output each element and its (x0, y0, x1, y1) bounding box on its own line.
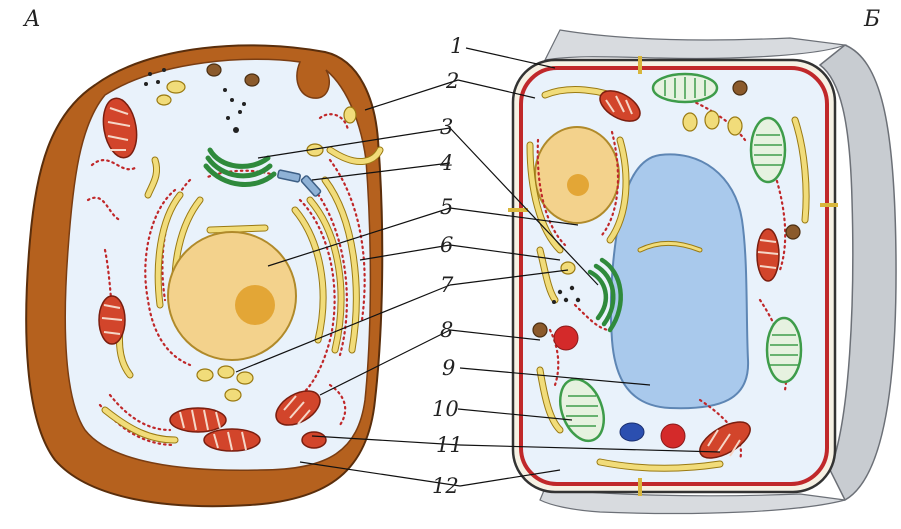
label-9: 9 (442, 356, 455, 380)
label-3: 3 (440, 115, 453, 139)
label-4: 4 (439, 151, 453, 175)
label-1: 1 (450, 34, 463, 58)
panel-label-animal: А (22, 7, 41, 32)
plant-vacuole (611, 154, 748, 408)
animal-lysosome (207, 64, 221, 76)
panel-label-plant: Б (863, 7, 880, 32)
label-6: 6 (440, 233, 453, 257)
animal-nucleolus (235, 285, 275, 325)
plant-cell (508, 30, 896, 514)
plant-blue-body (620, 423, 644, 441)
plant-red-body-1 (554, 326, 578, 350)
label-10: 10 (432, 397, 459, 421)
plant-wall-neighbor-top (545, 30, 845, 60)
label-11: 11 (436, 433, 463, 457)
animal-nucleus (168, 232, 296, 360)
plant-lysosome (733, 81, 747, 95)
label-5: 5 (440, 195, 453, 219)
number-labels: 1 2 3 4 5 6 7 8 9 10 11 12 (432, 34, 463, 498)
label-12: 12 (432, 474, 459, 498)
plant-lysosome-2 (533, 323, 547, 337)
plant-red-body-2 (661, 424, 685, 448)
label-2: 2 (445, 69, 459, 93)
label-7: 7 (440, 273, 454, 297)
animal-lysosome-2 (245, 74, 259, 86)
plant-lysosome-3 (786, 225, 800, 239)
plant-nucleolus (567, 174, 589, 196)
label-8: 8 (440, 318, 453, 342)
